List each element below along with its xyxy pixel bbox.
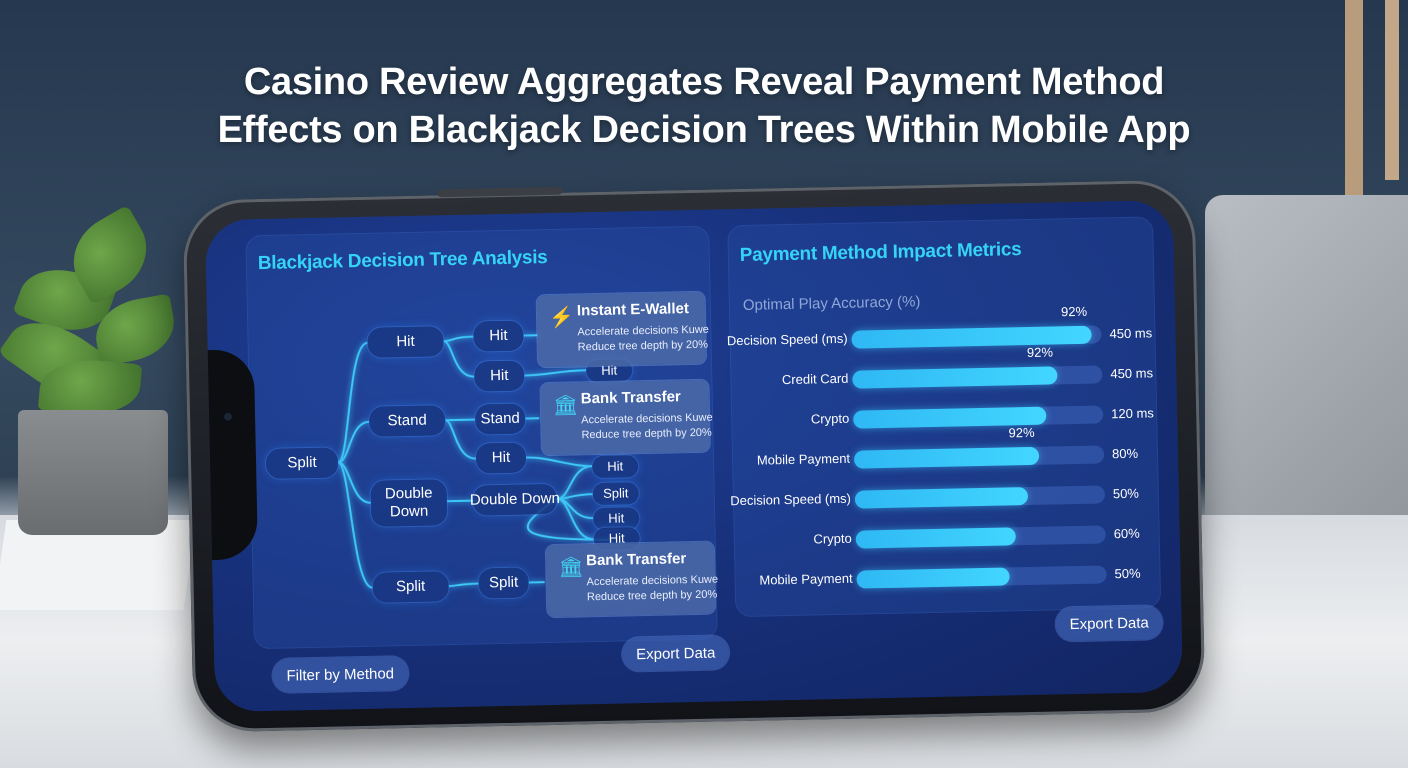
metric-bar-track xyxy=(852,365,1103,389)
headline-line-2: Effects on Blackjack Decision Trees With… xyxy=(217,109,1191,151)
callout-line: Reduce tree depth by 20% xyxy=(581,426,712,442)
metric-bar-label: Mobile Payment xyxy=(759,570,853,588)
metric-bar-row: Mobile Payment 50% xyxy=(734,562,1160,591)
tree-node-double-down[interactable]: Double Down xyxy=(470,483,560,516)
metric-bar-row: Decision Speed (ms) 50% xyxy=(730,482,1159,511)
metric-bar-percent: 92% xyxy=(1060,303,1088,320)
metric-bar-value: 120 ms xyxy=(1111,405,1154,422)
tree-node-split[interactable]: Split xyxy=(372,571,449,603)
metric-bar-fill xyxy=(855,527,1016,549)
metric-bar-fill xyxy=(854,487,1029,509)
wall-trim xyxy=(1385,0,1399,180)
metric-bar-track xyxy=(855,525,1106,549)
metric-bar-list: Decision Speed (ms) 92% 450 ms Credit Card 9… xyxy=(727,216,1154,589)
phone-notch xyxy=(205,349,259,561)
headline: Casino Review Aggregates Reveal Payment … xyxy=(0,58,1408,154)
metric-bar-track xyxy=(851,325,1102,349)
metric-bar-value: 60% xyxy=(1113,525,1140,542)
headline-line-1: Casino Review Aggregates Reveal Payment … xyxy=(243,61,1165,103)
metric-bar-track xyxy=(853,405,1104,429)
wall-trim xyxy=(1345,0,1363,200)
callout-title: Bank Transfer xyxy=(580,388,681,408)
metric-bar-value: 50% xyxy=(1112,485,1140,502)
metric-bar-label: Mobile Payment xyxy=(756,450,851,468)
callout-instant-e-wallet[interactable]: ⚡ Instant E-Wallet Accelerate decisions … xyxy=(536,291,709,368)
metric-bar-track xyxy=(853,445,1105,469)
tree-node-hit[interactable]: Hit xyxy=(473,320,524,352)
decision-tree-panel: Blackjack Decision Tree Analysis xyxy=(245,225,718,650)
tree-root-node[interactable]: Split xyxy=(265,447,339,479)
metric-bar-track xyxy=(854,485,1106,509)
metric-bar-row: Credit Card 92% 450 ms xyxy=(730,344,1156,391)
metric-bar-label: Crypto xyxy=(810,410,850,427)
callout-bank-transfer[interactable]: 🏛 Bank Transfer Accelerate decisions Kuw… xyxy=(545,541,718,618)
metric-bar-value: 50% xyxy=(1114,565,1141,582)
tree-leaf-hit[interactable]: Hit xyxy=(591,455,639,479)
metric-bar-label: Decision Speed (ms) xyxy=(730,490,852,509)
tree-leaf-split[interactable]: Split xyxy=(592,482,639,506)
tree-node-stand[interactable]: Stand xyxy=(368,405,446,437)
callout-bank-transfer[interactable]: 🏛 Bank Transfer Accelerate decisions Kuw… xyxy=(540,379,713,456)
filter-by-method-button[interactable]: Filter by Method xyxy=(272,656,409,693)
metric-bar-percent: 92% xyxy=(1026,344,1054,361)
phone-device: Blackjack Decision Tree Analysis xyxy=(182,179,1206,733)
tree-node-stand[interactable]: Stand xyxy=(474,403,526,435)
callout-line: Reduce tree depth by 20% xyxy=(586,588,718,604)
callout-title: Bank Transfer xyxy=(585,550,687,570)
tree-node-hit[interactable]: Hit xyxy=(367,326,444,358)
metric-bar-fill xyxy=(851,325,1092,349)
export-data-button[interactable]: Export Data xyxy=(1055,605,1164,642)
background-laptop xyxy=(1205,195,1408,555)
metric-bar-percent: 92% xyxy=(1008,424,1035,441)
metric-bar-row: Mobile Payment 92% 80% xyxy=(732,425,1158,471)
phone-side-button xyxy=(437,186,563,198)
tree-node-hit[interactable]: Hit xyxy=(475,442,527,474)
bank-icon: 🏛 xyxy=(552,394,579,417)
tree-connectors xyxy=(337,334,612,589)
payment-metrics-panel: Payment Method Impact Metrics Optimal Pl… xyxy=(727,216,1162,618)
metric-bar-value: 450 ms xyxy=(1110,365,1154,382)
tree-node-hit[interactable]: Hit xyxy=(473,360,525,392)
callout-title: Instant E-Wallet xyxy=(576,300,690,320)
phone-screen: Blackjack Decision Tree Analysis xyxy=(204,199,1184,713)
metric-bar-fill xyxy=(852,366,1058,389)
payment-metrics-title: Payment Method Impact Metrics xyxy=(739,239,1022,266)
export-data-button[interactable]: Export Data xyxy=(621,635,730,672)
metric-bar-label: Decision Speed (ms) xyxy=(726,330,848,349)
metric-bar-track xyxy=(856,565,1107,589)
metric-bar-row: Decision Speed (ms) 92% 450 ms xyxy=(726,304,1155,351)
tree-node-split[interactable]: Split xyxy=(478,567,529,599)
metric-bar-row: Crypto 60% xyxy=(734,522,1160,551)
metric-bar-value: 450 ms xyxy=(1109,325,1153,342)
metric-bar-row: Crypto 120 ms xyxy=(731,402,1157,431)
metric-bar-label: Credit Card xyxy=(781,370,849,388)
tree-node-double-down[interactable]: Double Down xyxy=(370,479,448,527)
callout-line: Reduce tree depth by 20% xyxy=(577,338,709,354)
plant-pot xyxy=(18,410,168,535)
metric-bar-value: 80% xyxy=(1111,445,1139,462)
metric-bar-label: Crypto xyxy=(813,530,852,547)
lightning-icon: ⚡ xyxy=(548,306,575,330)
bank-icon: 🏛 xyxy=(558,556,584,579)
metric-bar-fill xyxy=(856,567,1010,589)
metric-bar-fill xyxy=(853,446,1040,469)
accuracy-subtitle: Optimal Play Accuracy (%) xyxy=(742,293,921,314)
